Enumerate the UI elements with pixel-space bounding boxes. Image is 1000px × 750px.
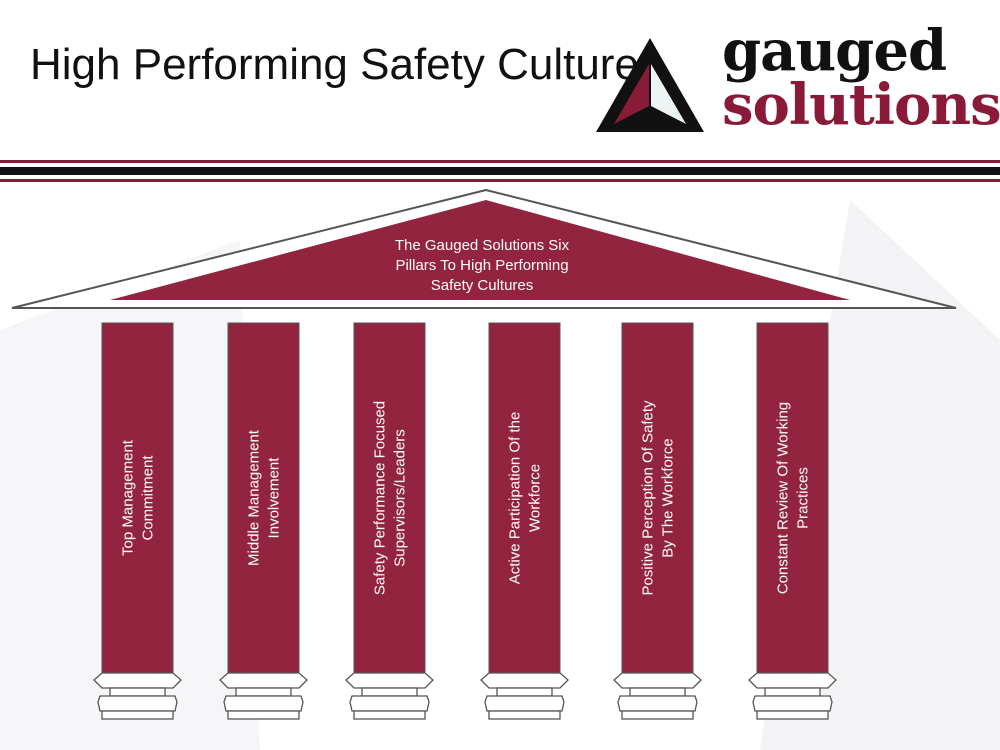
logo-triangle-icon xyxy=(596,38,704,132)
pillar-base-ring xyxy=(97,695,178,712)
pillar-label-line: Supervisors/Leaders xyxy=(392,429,409,567)
pillar-base-cap xyxy=(345,672,434,689)
pillar-shaft xyxy=(101,322,174,674)
pillar-base-cap xyxy=(93,672,182,689)
pillar-label-line: Commitment xyxy=(140,455,157,541)
roof-label-line: The Gauged Solutions Six xyxy=(395,237,570,254)
pillar-base-neck xyxy=(235,687,292,697)
pillar-base-cap xyxy=(613,672,702,689)
pillar-label-line: Active Participation Of the xyxy=(507,412,524,585)
logo-line2: solutions xyxy=(722,72,1000,138)
pillar-base-cap xyxy=(748,672,837,689)
pillar-base-plinth xyxy=(353,710,426,720)
pillar-label-line: By The Workforce xyxy=(660,438,677,558)
pillar-base-neck xyxy=(764,687,821,697)
pillar-base-ring xyxy=(349,695,430,712)
pillar-label-line: Workforce xyxy=(527,464,544,532)
pillar-label-line: Involvement xyxy=(266,457,283,539)
pillar-shaft xyxy=(488,322,561,674)
pillar-base-neck xyxy=(629,687,686,697)
pillar-base-neck xyxy=(109,687,166,697)
pillar-base-ring xyxy=(617,695,698,712)
pillar-base-plinth xyxy=(101,710,174,720)
roof-label-line: Pillars To High Performing xyxy=(395,257,568,274)
pillar-label-line: Practices xyxy=(795,467,812,529)
logo-line1: gauged xyxy=(722,18,947,84)
pillar-base-plinth xyxy=(621,710,694,720)
pillar-label-line: Constant Review Of Working xyxy=(775,402,792,594)
roof-fill xyxy=(110,200,850,300)
roof-label-line: Safety Cultures xyxy=(431,277,534,294)
pillar-shaft xyxy=(227,322,300,674)
pillar-base-plinth xyxy=(756,710,829,720)
pillar-shaft xyxy=(353,322,426,674)
pillar-label-line: Positive Perception Of Safety xyxy=(640,400,657,596)
pillar-base-ring xyxy=(752,695,833,712)
pillar-base-ring xyxy=(223,695,304,712)
pillar-shaft xyxy=(621,322,694,674)
pillar-base-neck xyxy=(361,687,418,697)
pillar-base-plinth xyxy=(488,710,561,720)
pillar-base-plinth xyxy=(227,710,300,720)
pillar-base-cap xyxy=(480,672,569,689)
pillar-label-line: Middle Management xyxy=(246,429,263,566)
header-rule-middle xyxy=(0,167,1000,175)
pillar-base-cap xyxy=(219,672,308,689)
page-title: High Performing Safety Cultures xyxy=(30,40,661,89)
pillar-base-neck xyxy=(496,687,553,697)
header-rule-bottom xyxy=(0,179,1000,182)
pillar-label-line: Safety Performance Focused xyxy=(372,401,389,595)
pillar-shaft xyxy=(756,322,829,674)
pillar-base-ring xyxy=(484,695,565,712)
pillar-label-line: Top Management xyxy=(120,439,137,556)
header-rule-top xyxy=(0,160,1000,163)
